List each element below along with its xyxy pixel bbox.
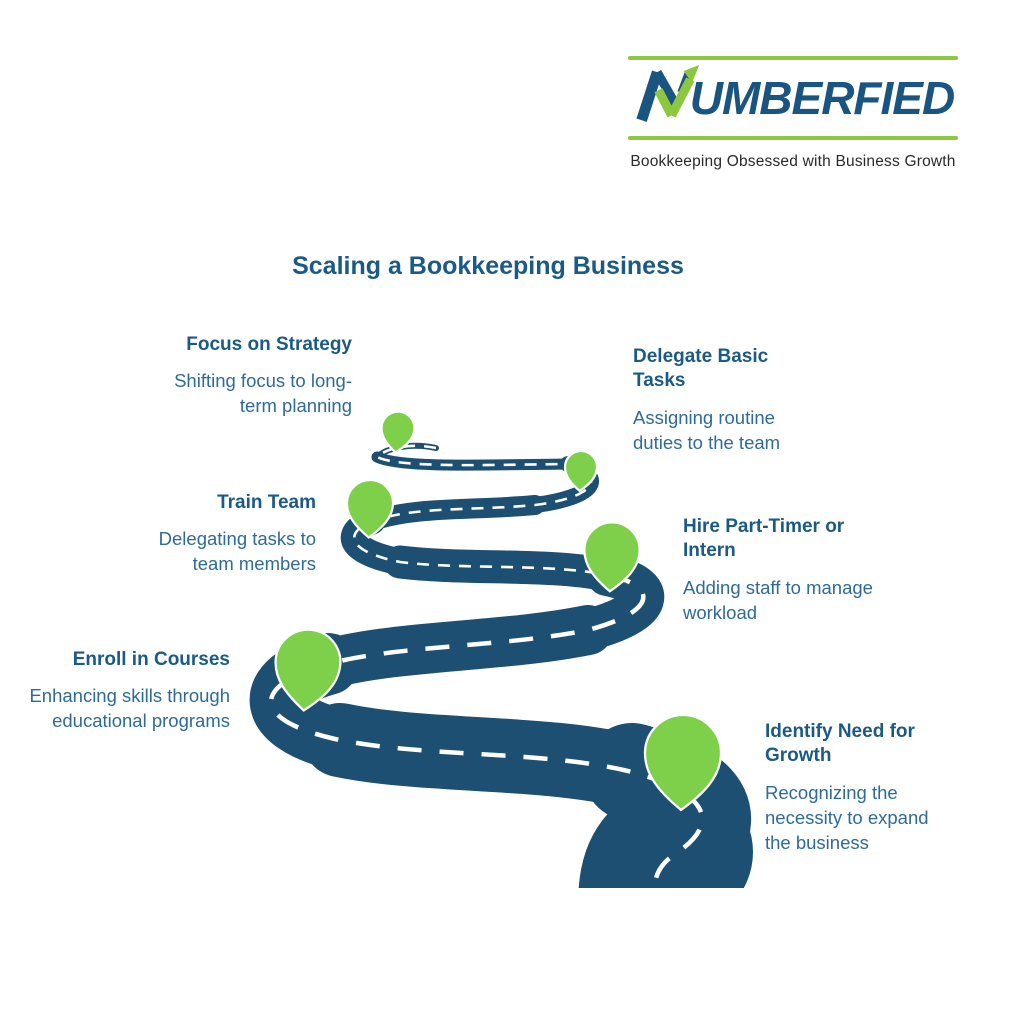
page-title: Scaling a Bookkeeping Business <box>292 252 684 280</box>
milestone-train-team: Train Team Delegating tasks to team memb… <box>136 491 316 577</box>
milestone-description: Enhancing skills through educational pro… <box>29 685 230 732</box>
milestone-enroll-in-courses: Enroll in Courses Enhancing skills throu… <box>28 648 230 734</box>
milestone-hire-part-timer: Hire Part-Timer or Intern Adding staff t… <box>683 515 883 625</box>
milestone-heading: Enroll in Courses <box>72 649 230 670</box>
milestone-heading: Identify Need for Growth <box>765 721 915 767</box>
milestone-description: Assigning routine duties to the team <box>633 406 781 453</box>
milestone-identify-need: Identify Need for Growth Recognizing the… <box>765 720 950 855</box>
growth-arrow-n-icon <box>636 65 699 122</box>
road-segment <box>383 545 624 592</box>
brand-name-text: UMBERFIED <box>689 72 955 124</box>
milestone-heading: Hire Part-Timer or Intern <box>683 516 845 562</box>
milestone-heading: Train Team <box>217 492 316 513</box>
logo-top-rule <box>628 56 958 60</box>
milestone-description: Adding staff to manage workload <box>683 576 873 623</box>
brand-tagline: Bookkeeping Obsessed with Business Growt… <box>630 153 956 170</box>
milestone-description: Recognizing the necessity to expand the … <box>765 781 929 853</box>
milestone-heading: Delegate Basic Tasks <box>633 346 769 392</box>
road-center-dash-line <box>353 444 608 577</box>
logo-bottom-rule <box>628 136 958 140</box>
road-segment <box>303 605 613 689</box>
road-segment <box>362 495 545 531</box>
milestone-heading: Focus on Strategy <box>186 334 352 355</box>
milestone-focus-on-strategy: Focus on Strategy Shifting focus to long… <box>150 333 352 419</box>
milestone-delegate-basic-tasks: Delegate Basic Tasks Assigning routine d… <box>633 345 808 455</box>
brand-logo: UMBERFIED Bookkeeping Obsessed with Busi… <box>628 56 958 171</box>
milestone-description: Shifting focus to long-term planning <box>174 370 352 417</box>
milestone-description: Delegating tasks to team members <box>158 528 316 575</box>
